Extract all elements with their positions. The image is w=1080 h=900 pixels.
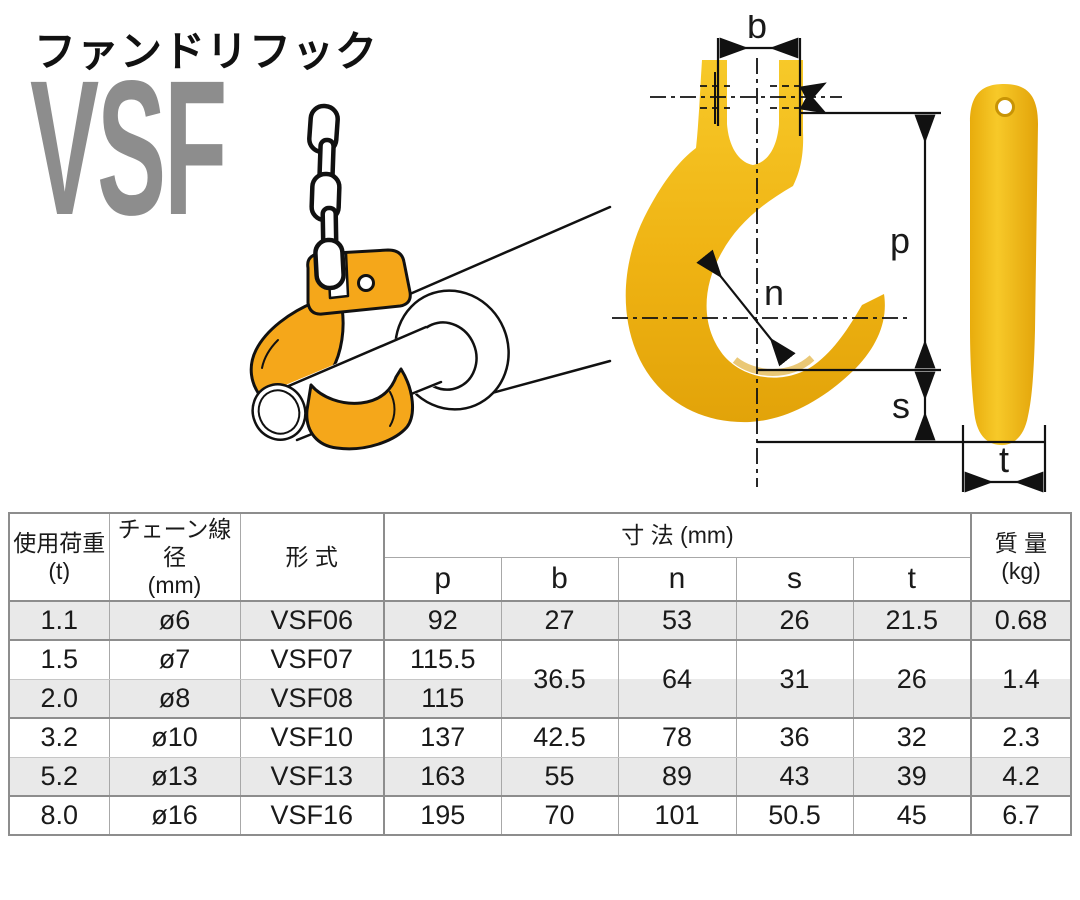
table-row: 1.1 ø6 VSF06 92 27 53 26 21.5 0.68 [8, 600, 1072, 641]
cell-kg: 1.4 [970, 639, 1072, 719]
cell-n: 64 [617, 639, 737, 719]
cell-model: VSF06 [239, 600, 385, 641]
hook-front-view [625, 60, 885, 423]
cell-kg: 0.68 [970, 600, 1072, 641]
cell-b: 36.5 [500, 639, 619, 719]
cell-chain: ø13 [108, 756, 241, 797]
col-header-chain: チェーン線径(mm) [108, 512, 241, 602]
cell-chain: ø7 [108, 639, 241, 680]
cell-n: 101 [617, 795, 737, 836]
cell-t: 32 [852, 717, 972, 758]
cell-s: 36 [735, 717, 854, 758]
cell-n: 78 [617, 717, 737, 758]
cell-chain: ø10 [108, 717, 241, 758]
col-header-t: t [852, 556, 972, 602]
cell-chain: ø16 [108, 795, 241, 836]
table-row: 3.2 ø10 VSF10 137 42.5 78 36 32 2.3 [8, 717, 1072, 758]
hook-scoop [305, 367, 414, 451]
cell-t: 26 [852, 639, 972, 719]
cell-b: 55 [500, 756, 619, 797]
hook-dimension-drawing: b p n s t [612, 15, 1047, 493]
cell-s: 50.5 [735, 795, 854, 836]
page-title: ファンドリフック [34, 28, 379, 75]
col-header-mass: 質 量(kg) [970, 512, 1072, 602]
cell-model: VSF13 [239, 756, 385, 797]
cell-b: 42.5 [500, 717, 619, 758]
cell-model: VSF10 [239, 717, 385, 758]
cell-p: 115.5 [383, 639, 502, 680]
cell-load: 8.0 [8, 795, 110, 836]
cell-p: 115 [383, 678, 502, 719]
col-header-b: b [500, 556, 619, 602]
dim-label-b: b [747, 15, 767, 46]
cell-t: 45 [852, 795, 972, 836]
table-row: 1.5 ø7 VSF07 115.5 36.5 64 31 26 1.4 [8, 639, 1072, 719]
dim-label-t: t [999, 439, 1009, 480]
cell-s: 31 [735, 639, 854, 719]
cell-t: 21.5 [852, 600, 972, 641]
spec-table: 使用荷重(t) チェーン線径(mm) 形 式 寸 法 (mm) 質 量(kg) … [8, 512, 1072, 836]
cell-load: 1.5 [8, 639, 110, 680]
cell-load: 1.1 [8, 600, 110, 641]
cell-chain: ø8 [108, 678, 241, 719]
table-row: 2.0 ø8 VSF08 115 [8, 678, 1071, 719]
cell-n: 89 [617, 756, 737, 797]
cell-s: 43 [735, 756, 854, 797]
cell-t: 39 [852, 756, 972, 797]
chain [307, 103, 346, 291]
cell-p: 137 [383, 717, 502, 758]
cell-kg: 2.3 [970, 717, 1072, 758]
col-header-dimensions: 寸 法 (mm) [383, 512, 972, 558]
dim-label-p: p [890, 220, 910, 261]
col-header-s: s [735, 556, 854, 602]
cell-chain: ø6 [108, 600, 241, 641]
cell-load: 2.0 [8, 678, 110, 719]
cell-kg: 6.7 [970, 795, 1072, 836]
clevis-pin-hole [357, 274, 375, 292]
cell-model: VSF08 [239, 678, 385, 719]
table-row: 5.2 ø13 VSF13 163 55 89 43 39 4.2 [8, 756, 1072, 797]
cell-load: 3.2 [8, 717, 110, 758]
dim-label-s: s [892, 385, 910, 426]
table-row: 8.0 ø16 VSF16 195 70 101 50.5 45 6.7 [8, 795, 1072, 836]
cell-p: 195 [383, 795, 502, 836]
model-code: VSF [30, 40, 227, 255]
col-header-model: 形 式 [239, 512, 385, 602]
cell-b: 27 [500, 600, 619, 641]
cell-load: 5.2 [8, 756, 110, 797]
hook-usage-illustration [249, 103, 612, 451]
cell-b: 70 [500, 795, 619, 836]
cell-model: VSF16 [239, 795, 385, 836]
cell-kg: 4.2 [970, 756, 1072, 797]
hook-side-view [970, 84, 1038, 446]
cell-p: 92 [383, 600, 502, 641]
dim-label-n: n [764, 272, 784, 313]
side-view-hole [995, 97, 1015, 117]
cell-n: 53 [617, 600, 737, 641]
col-header-n: n [617, 556, 737, 602]
cell-model: VSF07 [239, 639, 385, 680]
cell-p: 163 [383, 756, 502, 797]
col-header-p: p [383, 556, 502, 602]
col-header-load: 使用荷重(t) [8, 512, 110, 602]
cell-s: 26 [735, 600, 854, 641]
